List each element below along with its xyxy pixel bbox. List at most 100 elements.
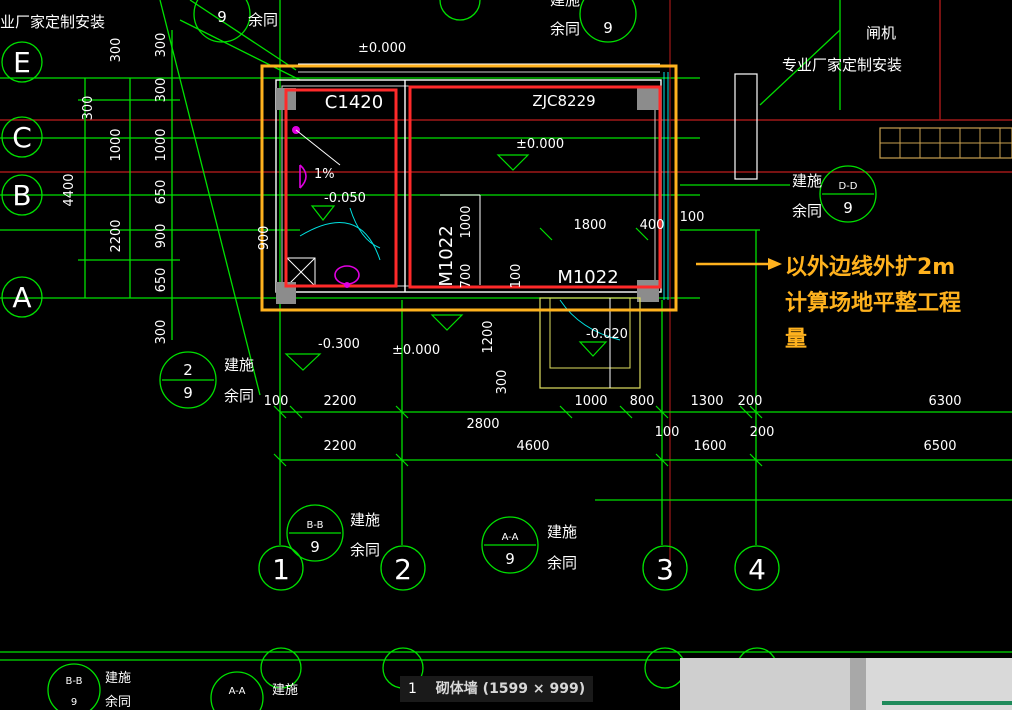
annotation-line-3: 量 — [785, 327, 807, 352]
axis-row-b: B — [12, 179, 31, 212]
axis-row-e: E — [13, 46, 31, 79]
dim-row2-4: 200 — [750, 425, 775, 440]
detail-aa2-label: A-A — [229, 686, 246, 697]
dim-row2-2: 100 — [655, 425, 680, 440]
dim-inner-3: 1000 — [459, 205, 474, 238]
dim-inner-7: 300 — [495, 370, 510, 395]
detail-bb-sheet: 9 — [310, 538, 320, 556]
detail-2-sheet: 9 — [183, 384, 193, 402]
bottom-dimension-ticks — [273, 227, 763, 467]
slope-symbol-icon — [299, 164, 307, 189]
jianshi-top2: 建施 — [550, 0, 580, 9]
dim-row1-7: 6300 — [928, 394, 961, 409]
detail-bb2-label: B-B — [66, 676, 83, 687]
detail-top2-sheet: 9 — [603, 19, 613, 37]
detail-aa-label: A-A — [502, 532, 519, 543]
fixture-icon — [334, 265, 360, 285]
detail-aa-sheet: 9 — [505, 550, 515, 568]
room-outline-right — [408, 85, 662, 289]
room-m1022-a: M1022 — [436, 225, 457, 286]
room-outline-left — [284, 88, 398, 288]
annotation-line-1: 以外边线外扩2m — [785, 254, 955, 280]
panel-divider — [850, 658, 866, 710]
dim-left-9: 2200 — [109, 219, 124, 252]
jianshi-6: 建施 — [272, 683, 298, 698]
yutong-2: 余同 — [350, 541, 380, 559]
dim-row1-0: 100 — [264, 394, 289, 409]
room-m1022-b: M1022 — [557, 267, 618, 288]
dim-row1-5: 1300 — [690, 394, 723, 409]
room-zjc8229: ZJC8229 — [532, 92, 595, 110]
element-info-label: 1 砌体墙 (1599 × 999) — [400, 676, 594, 702]
jianshi-5: 建施 — [105, 671, 131, 686]
element-info-index: 1 — [408, 681, 417, 697]
left-dimension-lines — [78, 30, 180, 340]
dim-left-3: 1000 — [154, 128, 169, 161]
dim-left-12: 900 — [257, 226, 272, 251]
side-panel — [680, 658, 850, 710]
elev-7: -0.020 — [586, 327, 628, 342]
dim-inner-2: 100 — [680, 210, 705, 225]
detail-bb-label: B-B — [307, 520, 324, 531]
dim-left-0: 300 — [109, 38, 124, 63]
annotation-line-2: 计算场地平整工程 — [785, 290, 961, 316]
dim-row2-3: 1600 — [693, 439, 726, 454]
room-c1420: C1420 — [325, 92, 383, 113]
detail-top-sheet: 9 — [217, 8, 227, 26]
jianshi-3: 建施 — [547, 523, 577, 541]
yutong-3: 余同 — [547, 554, 577, 572]
elev-4: 1% — [314, 167, 335, 182]
dim-row2-1: 4600 — [516, 439, 549, 454]
dim-inner-0: 1800 — [573, 218, 606, 233]
axis-lines — [0, 0, 1012, 661]
axis-col-1: 1 — [272, 553, 290, 586]
annotation-arrowhead-icon — [768, 258, 782, 270]
dim-inner-4: 700 — [459, 264, 474, 289]
dim-row1-1: 2200 — [323, 394, 356, 409]
dim-left-11: 1000 — [109, 128, 124, 161]
jianshi-2: 建施 — [350, 511, 380, 529]
panel-accent — [882, 701, 1012, 705]
detail-dd-sheet: 9 — [843, 199, 853, 217]
dim-left-4: 650 — [154, 180, 169, 205]
dim-left-6: 650 — [154, 268, 169, 293]
note-topright: 专业厂家定制安装 — [782, 56, 902, 74]
dim-left-8: 4400 — [62, 173, 77, 206]
dim-row1-4: 800 — [630, 394, 655, 409]
dim-left-5: 900 — [154, 224, 169, 249]
dim-left-2: 300 — [154, 78, 169, 103]
dim-inner-6: 1200 — [481, 320, 496, 353]
elev-1: ±0.000 — [358, 41, 406, 56]
dim-inner-5: 100 — [509, 264, 524, 289]
dim-row2-0: 2200 — [323, 439, 356, 454]
elev-2: ±0.000 — [516, 137, 564, 152]
yutong-1: 余同 — [224, 387, 254, 405]
axis-col-2: 2 — [394, 553, 412, 586]
canopy-outline — [539, 73, 1012, 389]
dim-row2-5: 6500 — [923, 439, 956, 454]
detail-bubbles — [47, 0, 877, 710]
yutong-top: 余同 — [248, 11, 278, 29]
element-info-text: 砌体墙 (1599 × 999) — [435, 681, 586, 697]
dim-left-7: 300 — [154, 320, 169, 345]
jianshi-4: 建施 — [792, 172, 822, 190]
note-topleft: 业厂家定制安装 — [0, 13, 105, 31]
axis-col-3: 3 — [656, 553, 674, 586]
detail-2-number: 2 — [183, 361, 193, 379]
dim-row1-2: 2800 — [466, 417, 499, 432]
elev-5: -0.300 — [318, 337, 360, 352]
elev-3: -0.050 — [324, 191, 366, 206]
dim-left-10: 300 — [81, 96, 96, 121]
note-gate: 闸机 — [866, 24, 896, 42]
yutong-top2: 余同 — [550, 20, 580, 38]
site-outline-orange — [260, 64, 678, 312]
dim-row1-3: 1000 — [574, 394, 607, 409]
elevation-markers — [284, 154, 608, 371]
axis-row-c: C — [12, 121, 32, 154]
dim-left-1: 300 — [154, 33, 169, 58]
dim-inner-1: 400 — [640, 218, 665, 233]
detail-bb2-sheet: 9 — [71, 697, 77, 708]
elev-6: ±0.000 — [392, 343, 440, 358]
axis-col-4: 4 — [748, 553, 766, 586]
jianshi-1: 建施 — [224, 356, 254, 374]
